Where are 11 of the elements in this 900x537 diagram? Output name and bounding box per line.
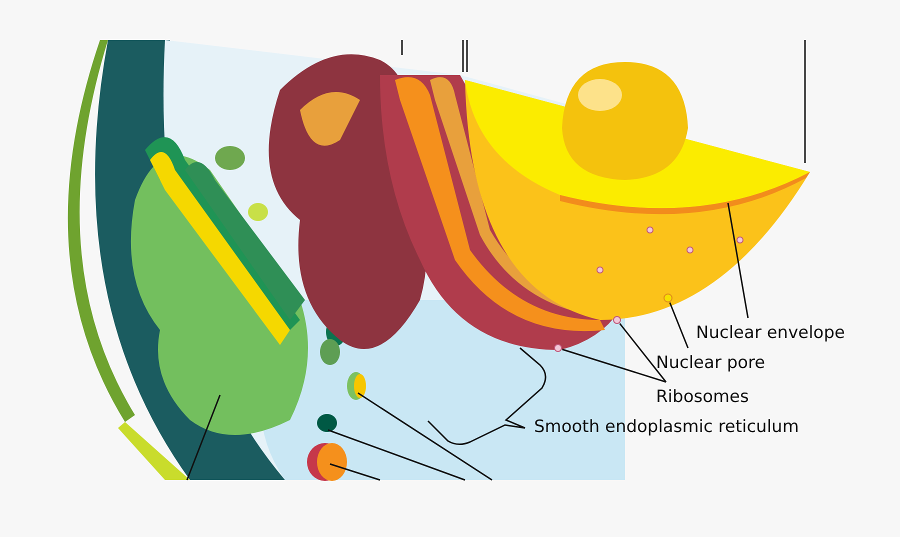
callout-label: Nuclear envelope <box>696 322 845 344</box>
leader-line <box>562 348 666 383</box>
leader-line <box>619 323 667 382</box>
leader-line <box>727 202 749 318</box>
ribosome-dot <box>554 344 562 352</box>
callout-label: Ribosomes <box>656 386 749 408</box>
leader-line <box>669 302 689 348</box>
ribosome-dot <box>613 316 621 324</box>
callout-label: Smooth endoplasmic reticulum <box>534 416 799 438</box>
callout-label: Nuclear pore <box>656 352 766 374</box>
nuclear-pore-dot <box>664 294 672 302</box>
